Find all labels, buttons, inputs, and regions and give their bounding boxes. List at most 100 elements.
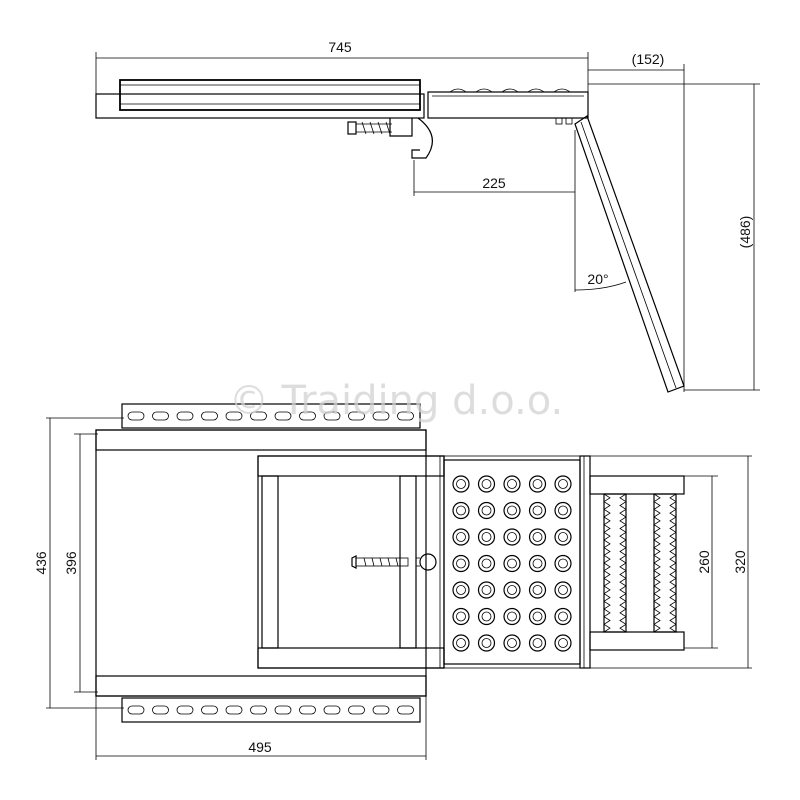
grip-hole-inner (532, 505, 543, 516)
grip-hole-inner (558, 611, 568, 622)
grip-hole-inner (456, 505, 466, 516)
side-step-platform (427, 91, 589, 119)
grip-hole (452, 581, 470, 599)
slot (274, 411, 292, 421)
grip-hole-inner (558, 532, 568, 542)
grip-hole-inner (532, 479, 543, 489)
side-rail-top (119, 79, 421, 111)
top-step-section (579, 455, 591, 669)
slot (201, 411, 218, 421)
grip-hole (477, 634, 496, 652)
grip-hole-inner (507, 558, 517, 569)
slot (274, 705, 292, 715)
grip-hole-inner (456, 532, 466, 542)
slot (250, 705, 267, 715)
grip-hole (554, 501, 572, 520)
grip-hole (477, 554, 496, 573)
grip-hole (452, 634, 470, 652)
slots-upper (127, 411, 414, 421)
slot (299, 411, 316, 421)
grip-hole (503, 554, 521, 573)
dim-angle: 20° (587, 271, 608, 287)
grip-hole (503, 634, 521, 652)
top-slotted-strip-upper (121, 403, 421, 429)
grip-hole-inner (558, 479, 568, 489)
grip-hole-inner (481, 532, 492, 542)
dim-extension: (152) (632, 51, 665, 67)
grip-holes (452, 475, 572, 652)
grip-hole-inner (481, 638, 492, 648)
grip-hole (477, 607, 496, 626)
grip-hole-inner (558, 558, 568, 569)
grip-hole-inner (507, 479, 517, 489)
slot (323, 411, 341, 421)
grip-hole-inner (481, 611, 492, 622)
slot (372, 411, 390, 421)
grip-hole-inner (456, 638, 466, 648)
grip-hole (554, 607, 572, 626)
slots-lower (127, 705, 414, 715)
grip-hole (503, 581, 521, 599)
grip-hole-inner (507, 532, 517, 542)
top-view: 436 396 495 320 260 (33, 403, 752, 760)
grip-hole-inner (456, 585, 466, 595)
grip-hole (528, 501, 547, 520)
grip-hole (528, 581, 547, 599)
grip-hole (477, 501, 496, 520)
top-slotted-strip-lower (121, 697, 421, 723)
grip-hole (554, 528, 572, 546)
slot (225, 411, 243, 421)
slot (152, 411, 169, 421)
grip-hole-inner (456, 611, 466, 622)
dim-length: 495 (248, 739, 272, 755)
tread-right-teeth (653, 493, 677, 633)
grip-hole-inner (507, 611, 517, 622)
dim-leg-offset: 225 (482, 175, 506, 191)
grip-hole (452, 607, 470, 626)
slot (152, 705, 169, 715)
dim-angle-arc (574, 281, 627, 291)
grip-hole (477, 581, 496, 599)
slot (348, 705, 365, 715)
side-leg (574, 115, 685, 393)
grip-hole (503, 528, 521, 546)
grip-hole (452, 554, 470, 573)
grip-hole-inner (456, 558, 466, 569)
side-view: 745 (152) 225 20° (486) (95, 39, 760, 393)
grip-hole-inner (481, 585, 492, 595)
slot (397, 411, 414, 421)
grip-hole-inner (558, 638, 568, 648)
grip-hole (528, 475, 547, 493)
grip-hole-inner (507, 585, 517, 595)
slot (299, 705, 316, 715)
grip-hole (503, 607, 521, 626)
grip-hole (554, 475, 572, 493)
side-mount-bracket (389, 118, 413, 137)
grip-hole-inner (481, 558, 492, 569)
grip-hole (554, 634, 572, 652)
dim-step-outer: 320 (732, 550, 748, 574)
slot (201, 705, 218, 715)
dim-outer-width: 436 (33, 551, 49, 575)
slot (397, 705, 414, 715)
grip-hole-inner (507, 638, 517, 648)
side-bolt (347, 121, 392, 135)
top-bolt-handle (351, 553, 437, 571)
grip-hole (554, 581, 572, 599)
grip-hole (528, 528, 547, 546)
grip-hole-inner (558, 585, 568, 595)
grip-hole (503, 501, 521, 520)
slot (176, 411, 194, 421)
dim-total-length: 745 (328, 39, 352, 55)
slot (225, 705, 243, 715)
grip-hole (528, 634, 547, 652)
grip-hole (452, 475, 470, 493)
slot (250, 411, 267, 421)
slot (348, 411, 365, 421)
grip-hole (477, 475, 496, 493)
slot (323, 705, 341, 715)
grip-hole (452, 528, 470, 546)
watermark: © Traiding d.o.o. (229, 378, 563, 424)
grip-hole-inner (532, 558, 543, 569)
